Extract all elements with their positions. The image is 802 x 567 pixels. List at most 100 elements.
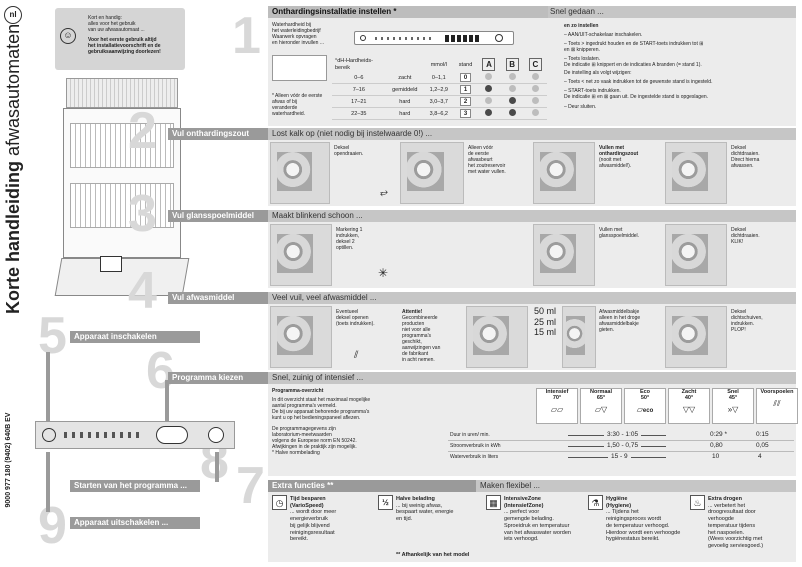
section-9-bar: Apparaat uitschakelen ...: [70, 517, 200, 529]
section-4-title: Vul afwasmiddel: [168, 292, 268, 304]
setup-instructions: en zo instellen – AAN/UIT-schakelaar ins…: [564, 23, 713, 110]
section-5-title: Apparaat inschakelen: [70, 331, 200, 343]
side-title-rest: afwasautomaten: [3, 23, 23, 156]
detergent-step-2-image: [466, 306, 528, 368]
pot-icon: ▱▱: [550, 405, 564, 414]
language-badge: nl: [4, 6, 22, 24]
section-1-subtitle: Snel gedaan ...: [550, 7, 604, 16]
section-8-bar: Starten van het programma ...: [70, 480, 200, 492]
section-6-title: Programma kiezen: [168, 372, 268, 384]
section-4-bar: Vul afwasmiddel Veel vuil, veel afwasmid…: [168, 292, 796, 304]
salt-step-4-image: [665, 142, 727, 204]
detergent-step-1-image: [270, 306, 332, 368]
hygiene-icon: ⚗: [588, 495, 603, 510]
indicator-a: A: [482, 58, 496, 71]
start-button-icon[interactable]: [208, 427, 224, 443]
variospeed-icon: ◷: [272, 495, 287, 510]
section-3-subtitle: Maakt blinkend schoon ...: [272, 211, 363, 220]
salt-step-2-image: [400, 142, 464, 204]
section-7-subtitle: Maken flexibel ...: [480, 481, 541, 490]
step-number-1: 1: [232, 7, 261, 65]
feature-half-load: Halve belading... bij weinig afwas,bespa…: [396, 496, 454, 523]
dishwasher-illustration: [54, 78, 190, 298]
power-button-icon[interactable]: [42, 428, 56, 442]
rinse-step-1-image: [270, 224, 332, 286]
data-row-energy: Stroomverbruik in kWh 1,50 - 0,75 0,80 0…: [448, 441, 794, 452]
section-9-title: Apparaat uitschakelen ...: [70, 517, 200, 529]
intensive-zone-icon: ▦: [486, 495, 501, 510]
section-1-bar: Onthardingsinstallatie instellen * Snel …: [268, 6, 796, 18]
section-7-bar: Extra functies ** Maken flexibel ...: [268, 480, 796, 492]
section-8-title: Starten van het programma ...: [70, 480, 200, 492]
eco-icon: ▱eco: [636, 405, 654, 414]
intro-line-3: van uw afwasautomaat ...: [88, 27, 145, 33]
salt-step-3-image: [533, 142, 595, 204]
detergent-dispenser-icon: [100, 256, 122, 272]
panel-display-mini: [354, 31, 514, 45]
indicator-b: B: [505, 58, 519, 71]
step-number-3: 3: [128, 185, 157, 243]
step-number-7: 7: [236, 457, 265, 515]
section-2-title: Vul onthardingszout: [168, 128, 268, 140]
salt-step-1-image: [270, 142, 330, 204]
section-7-title: Extra functies **: [268, 480, 476, 492]
intro-line-1: Kort en handig:: [88, 15, 122, 21]
detergent-step-4-image: [665, 306, 727, 368]
indicator-c: C: [528, 58, 542, 71]
glass-icon: ▽▽: [682, 405, 696, 414]
program-data-table: Duur in uren/ min. 3:30 - 1:05 0:29 * 0:…: [448, 430, 794, 463]
side-title-bold: Korte handleiding: [3, 161, 23, 314]
intro-line-2: alles voor het gebruik: [88, 21, 136, 27]
section-3-title: Vul glansspoelmiddel: [168, 210, 268, 222]
half-load-icon: ½: [378, 495, 393, 510]
step-number-2: 2: [128, 102, 157, 160]
step-number-5: 5: [38, 307, 67, 365]
side-title: Korte handleiding afwasautomaten: [3, 24, 23, 314]
program-buttons-icon[interactable]: [156, 426, 188, 444]
intro-box: ☺ Kort en handig: alles voor het gebruik…: [55, 8, 185, 70]
section-1-title: Onthardingsinstallatie instellen *: [268, 6, 548, 18]
intro-bold-2: het installatievoorschrift en de: [88, 43, 161, 49]
quick-icon: »▽: [727, 405, 739, 414]
detergent-step-3-image: [562, 306, 596, 368]
language-code: nl: [9, 10, 17, 19]
section-2-bar: Vul onthardingszout Lost kalk op (niet n…: [168, 128, 796, 140]
feature-variospeed: Tijd besparen(VarioSpeed)... wordt door …: [290, 496, 337, 543]
rinse-cycle-icon: ⥂: [380, 187, 388, 198]
control-panel: [35, 421, 235, 449]
program-overview-text: Programma-overzicht In dit overzicht sta…: [272, 388, 371, 456]
spray-icon: ⫽: [354, 350, 359, 361]
rinse-step-2-image: [533, 224, 595, 286]
data-row-duration: Duur in uren/ min. 3:30 - 1:05 0:29 * 0:…: [448, 430, 794, 441]
dishes-icon: ▱▽: [594, 405, 608, 414]
feature-intensive-zone: IntensiveZone(IntensiefZone)... perfect …: [504, 496, 571, 543]
prerinse-icon: ⫽⫽: [773, 399, 781, 408]
extra-dry-icon: ♨: [690, 495, 705, 510]
program-prerinse[interactable]: Voorspoelen⫽⫽: [756, 388, 798, 424]
intro-bold-1: Voor het eerste gebruik altijd: [88, 37, 157, 43]
section-6-subtitle: Snel, zuinig of intensief ...: [272, 373, 364, 382]
step-number-6: 6: [146, 342, 175, 400]
water-hardness-input-box[interactable]: [272, 55, 327, 81]
rinse-step-3-image: [665, 224, 727, 286]
footnote: ** Afhankelijk van het model: [396, 552, 470, 558]
sparkle-icon: ✳: [378, 266, 389, 280]
side-code: 9000 977 180 (9402) 640B EV: [5, 412, 12, 508]
section-5-bar: Apparaat inschakelen: [70, 331, 200, 343]
section-2-subtitle: Lost kalk op (niet nodig bij instelwaard…: [272, 129, 433, 138]
step-number-4: 4: [128, 262, 157, 320]
